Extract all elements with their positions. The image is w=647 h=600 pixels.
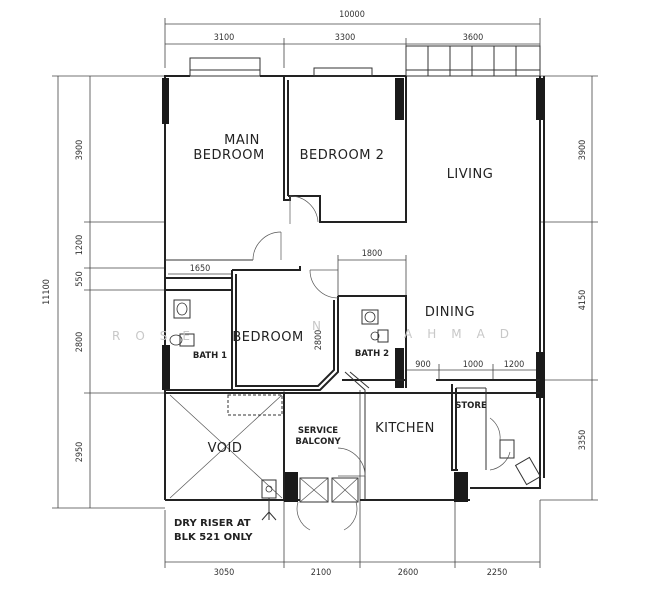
dim-inner-1800: 1800 [362, 249, 383, 259]
label-dining: DINING [425, 305, 475, 320]
dim-bottom-4: 2250 [487, 568, 508, 578]
top-dimensions: 10000 3100 3300 3600 [164, 10, 541, 68]
dim-right-1: 3900 [578, 140, 588, 161]
dim-top-2: 3300 [335, 33, 356, 43]
dim-bottom-3: 2600 [398, 568, 419, 578]
dim-inner-1650: 1650 [190, 264, 211, 274]
note-line-2: BLK 521 ONLY [174, 532, 253, 543]
label-main-bedroom-1: MAIN [224, 133, 260, 148]
dim-right-3: 3350 [578, 430, 588, 451]
interior-walls [165, 76, 540, 500]
service-balcony-boxes [299, 477, 359, 503]
dim-top-1: 3100 [214, 33, 235, 43]
watermark: ROSE N AHMAD [112, 319, 524, 343]
bottom-dimensions: 3050 2100 2600 2250 [164, 390, 541, 578]
dim-inner-900: 900 [415, 360, 430, 370]
label-main-bedroom-2: BEDROOM [193, 148, 264, 163]
watermark-right: AHMAD [404, 327, 524, 341]
watermark-mid: N [312, 319, 336, 333]
label-bath-2: BATH 2 [355, 349, 389, 359]
left-dimensions: 11100 3900 1200 550 2800 2950 [42, 75, 165, 509]
label-store: STORE [455, 401, 487, 411]
right-dimensions: 3900 4150 3350 [540, 75, 598, 501]
dim-bottom-1: 3050 [214, 568, 235, 578]
label-bath-1: BATH 1 [193, 351, 227, 361]
label-kitchen: KITCHEN [375, 421, 435, 436]
toilet-icon [169, 299, 195, 347]
watermark-left: ROSE [112, 329, 205, 343]
dim-top-overall: 10000 [339, 10, 365, 20]
label-living: LIVING [447, 167, 494, 182]
room-labels: MAIN BEDROOM BEDROOM 2 LIVING DINING BED… [193, 133, 493, 456]
dim-left-3: 550 [75, 271, 85, 286]
outer-walls [164, 45, 545, 501]
label-bedroom: BEDROOM [232, 330, 303, 345]
dim-right-2: 4150 [578, 290, 588, 311]
label-service-1: SERVICE [298, 426, 338, 436]
dim-left-2: 1200 [75, 235, 85, 256]
dim-left-1: 3900 [75, 140, 85, 161]
dim-left-5: 2950 [75, 442, 85, 463]
dim-left-overall: 11100 [42, 279, 52, 305]
dim-inner-2800: 2800 [314, 330, 324, 351]
dim-top-3: 3600 [463, 33, 484, 43]
label-service-2: BALCONY [295, 437, 341, 447]
door-swings [252, 195, 542, 531]
dim-inner-1200: 1200 [504, 360, 525, 370]
note-line-1: DRY RISER AT [174, 518, 251, 529]
label-bedroom-2: BEDROOM 2 [300, 148, 385, 163]
dim-inner-1000: 1000 [463, 360, 484, 370]
columns [162, 78, 545, 502]
void-cross [169, 394, 283, 521]
dim-left-4: 2800 [75, 332, 85, 353]
toilet-icon [361, 309, 389, 343]
dim-bottom-2: 2100 [311, 568, 332, 578]
dry-riser-note: DRY RISER AT BLK 521 ONLY [174, 518, 253, 543]
label-void: VOID [208, 441, 243, 456]
inner-dimensions: 1650 1800 900 1000 1200 2800 [168, 249, 540, 380]
